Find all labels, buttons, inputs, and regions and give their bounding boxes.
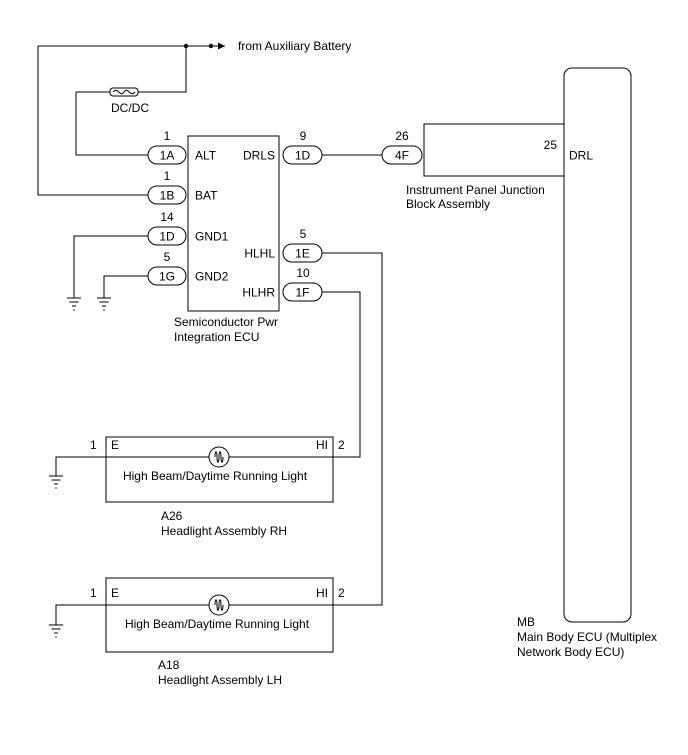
spi-ecu-name-line1: Semiconductor Pwr (174, 315, 278, 329)
connector-pill (147, 266, 187, 286)
pin-number: 5 (300, 227, 307, 241)
junction-name-line1: Instrument Panel Junction (406, 183, 545, 197)
pin-number: 14 (160, 210, 174, 224)
hlhl-wire (322, 252, 383, 606)
ground-icon (97, 297, 111, 311)
headlight-lh-right-name: HI (316, 586, 328, 600)
headlight-rh-code: A26 (161, 509, 183, 523)
pin-gnd2: 5 1G GND2 (147, 250, 229, 286)
pin-name: HLHR (242, 286, 275, 300)
junction-block-box (423, 123, 568, 177)
pin-hlhr: 10 1F HLHR (242, 266, 323, 302)
headlight-lh-name: Headlight Assembly LH (158, 673, 282, 687)
pin-name: GND1 (195, 230, 229, 244)
fuse-feed-wire (138, 46, 187, 93)
connector-pill (381, 145, 423, 165)
main-body-ecu-name-line1: Main Body ECU (Multiplex (517, 630, 657, 644)
pin-number: 5 (164, 250, 171, 264)
headlight-lh-left-name: E (111, 586, 119, 600)
headlight-rh-left-name: E (111, 438, 119, 452)
connector-code: 1B (160, 189, 175, 203)
pin-number: 9 (300, 129, 307, 143)
pin-number: 1 (164, 129, 171, 143)
bulb-icon (208, 594, 230, 616)
fuse-icon (109, 87, 139, 97)
main-body-ecu-box (563, 67, 632, 623)
junction-name-line2: Block Assembly (406, 197, 490, 211)
spi-ecu-box (187, 135, 280, 312)
pin-number: 26 (395, 129, 409, 143)
source-label: from Auxiliary Battery (238, 39, 351, 53)
main-body-ecu-pin: DRL (569, 149, 593, 163)
connector-code: 1A (160, 149, 175, 163)
pin-name: DRLS (243, 149, 275, 163)
connector-pill (282, 145, 323, 165)
rh-ground-wire (55, 456, 106, 476)
pin-name: ALT (195, 149, 217, 163)
pin-number: 1 (164, 169, 171, 183)
alt-wire (75, 92, 148, 156)
connector-code: 1D (159, 230, 175, 244)
bulb-icon (208, 446, 230, 468)
connector-pill (147, 185, 187, 205)
splice-dot-top (183, 43, 189, 49)
fuse-label: DC/DC (111, 101, 149, 115)
connector-pill (282, 243, 323, 263)
headlight-rh-box (105, 436, 334, 503)
connector-code: 1D (295, 149, 311, 163)
headlight-rh-light-label: High Beam/Daytime Running Light (123, 469, 308, 483)
headlight-rh-right-num: 2 (338, 438, 345, 452)
pin-bat: 1 1B BAT (147, 169, 218, 205)
pin-name: GND2 (195, 270, 229, 284)
pin-number: 10 (296, 266, 310, 280)
ground-icon (49, 475, 63, 489)
headlight-lh-box (105, 577, 334, 653)
spi-ecu-name-line2: Integration ECU (174, 330, 259, 344)
pin-alt: 1 1A ALT (147, 129, 217, 165)
arrow-icon (218, 42, 225, 50)
headlight-rh-name: Headlight Assembly RH (161, 524, 287, 538)
headlight-lh-light-label: High Beam/Daytime Running Light (125, 617, 310, 631)
connector-code: 1F (295, 286, 309, 300)
bat-wire (37, 46, 148, 196)
main-body-ecu-code: MB (517, 615, 535, 629)
headlight-rh-right-name: HI (316, 438, 328, 452)
gnd2-wire (103, 275, 148, 298)
connector-code: 4F (395, 149, 409, 163)
lh-ground-wire (55, 604, 106, 625)
pin-junction-in: 26 4F (381, 129, 423, 165)
headlight-rh-left-num: 1 (90, 438, 97, 452)
connector-pill (147, 145, 187, 165)
pin-hlhl: 5 1E HLHL (244, 227, 323, 263)
wires (37, 45, 564, 625)
pin-gnd1: 14 1D GND1 (147, 210, 229, 246)
junction-out-pin-number: 25 (544, 138, 558, 152)
ground-icon (67, 297, 81, 311)
connector-code: 1E (295, 247, 310, 261)
ground-icon (49, 624, 63, 638)
pin-drls: 9 1D DRLS (243, 129, 323, 165)
headlight-lh-left-num: 1 (90, 586, 97, 600)
main-body-ecu-name-line2: Network Body ECU) (517, 645, 624, 659)
connector-pill (147, 226, 187, 246)
connector-pill (282, 282, 323, 302)
hlhr-wire (322, 291, 361, 458)
splice-dot-battery (208, 43, 214, 49)
connector-code: 1G (159, 270, 175, 284)
pin-name: HLHL (244, 247, 275, 261)
gnd1-wire (73, 235, 148, 298)
headlight-lh-code: A18 (158, 658, 180, 672)
headlight-lh-right-num: 2 (338, 586, 345, 600)
pin-name: BAT (195, 189, 218, 203)
